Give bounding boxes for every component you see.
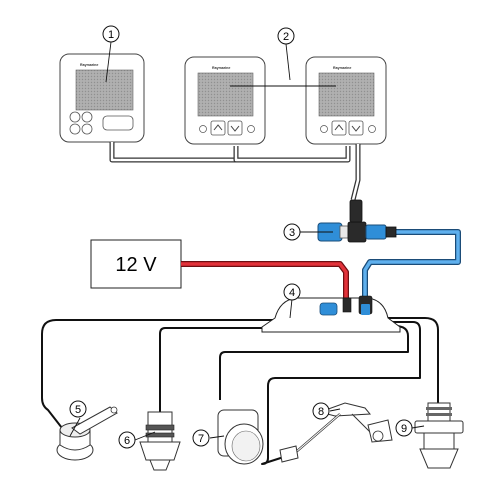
callout-2-label: 2 [283, 31, 289, 43]
callout-9-label: 9 [401, 423, 407, 435]
callout-8-label: 8 [318, 406, 324, 418]
drop-cable [350, 144, 361, 201]
callout-7-label: 7 [198, 433, 204, 445]
instrument-1-button [69, 123, 81, 135]
t-piece-connector [317, 199, 397, 243]
daisy-chain-cable-1-2 [109, 142, 239, 163]
instrument-2b-brand: Raymarine [333, 66, 351, 70]
cable-to-wind-vane [261, 321, 421, 465]
instrument-2b-key-row [320, 120, 376, 136]
callout-3-label: 3 [289, 227, 295, 239]
instrument-1-button [81, 111, 93, 123]
callout-8: 8 [312, 402, 330, 420]
instrument-1-button [81, 123, 93, 135]
speed-transducer [139, 411, 181, 471]
callout-5-label: 5 [75, 404, 81, 416]
seatalk-backbone-cable [362, 229, 461, 298]
callout-1: 1 [102, 25, 120, 43]
instrument-display-1: Raymarine [59, 53, 145, 143]
instrument-1-brand: Raymarine [80, 63, 98, 67]
callout-7: 7 [192, 429, 210, 447]
callout-1-label: 1 [108, 29, 114, 41]
cable-to-gyro-sensor [219, 325, 409, 400]
instrument-2a-screen [197, 72, 254, 117]
callout-6-label: 6 [124, 435, 130, 447]
callout-leaders [69, 41, 425, 441]
cable-to-rudder-sensor [41, 319, 275, 429]
hub-unit [261, 295, 401, 333]
instrument-display-2b: Raymarine [305, 56, 387, 145]
callout-4: 4 [283, 283, 301, 301]
daisy-chain-cable-2-2 [233, 146, 351, 163]
instrument-2a-key-row [199, 120, 255, 136]
cable-to-depth-transducer [388, 317, 439, 403]
instrument-display-2a: Raymarine [184, 56, 266, 145]
power-supply-label: 12 V [115, 254, 157, 276]
callout-4-label: 4 [289, 287, 295, 299]
callout-5: 5 [69, 400, 87, 418]
callout-6: 6 [118, 431, 136, 449]
callout-2: 2 [277, 27, 295, 45]
instrument-2b-screen [318, 72, 375, 117]
power-supply-box: 12 V [90, 239, 182, 289]
instrument-1-wide-button [102, 115, 134, 131]
wind-vane-sensor [279, 402, 393, 463]
rudder-reference-sensor [56, 406, 118, 461]
depth-transducer [414, 402, 464, 469]
instrument-2a-brand: Raymarine [212, 66, 230, 70]
callout-3: 3 [283, 223, 301, 241]
power-cable [181, 261, 349, 298]
instrument-1-screen [75, 69, 134, 111]
callout-9: 9 [395, 419, 413, 437]
instrument-1-button [69, 111, 81, 123]
compass-sensor [217, 409, 264, 465]
cable-to-transducer [159, 327, 280, 412]
sensor-cables [41, 317, 439, 465]
